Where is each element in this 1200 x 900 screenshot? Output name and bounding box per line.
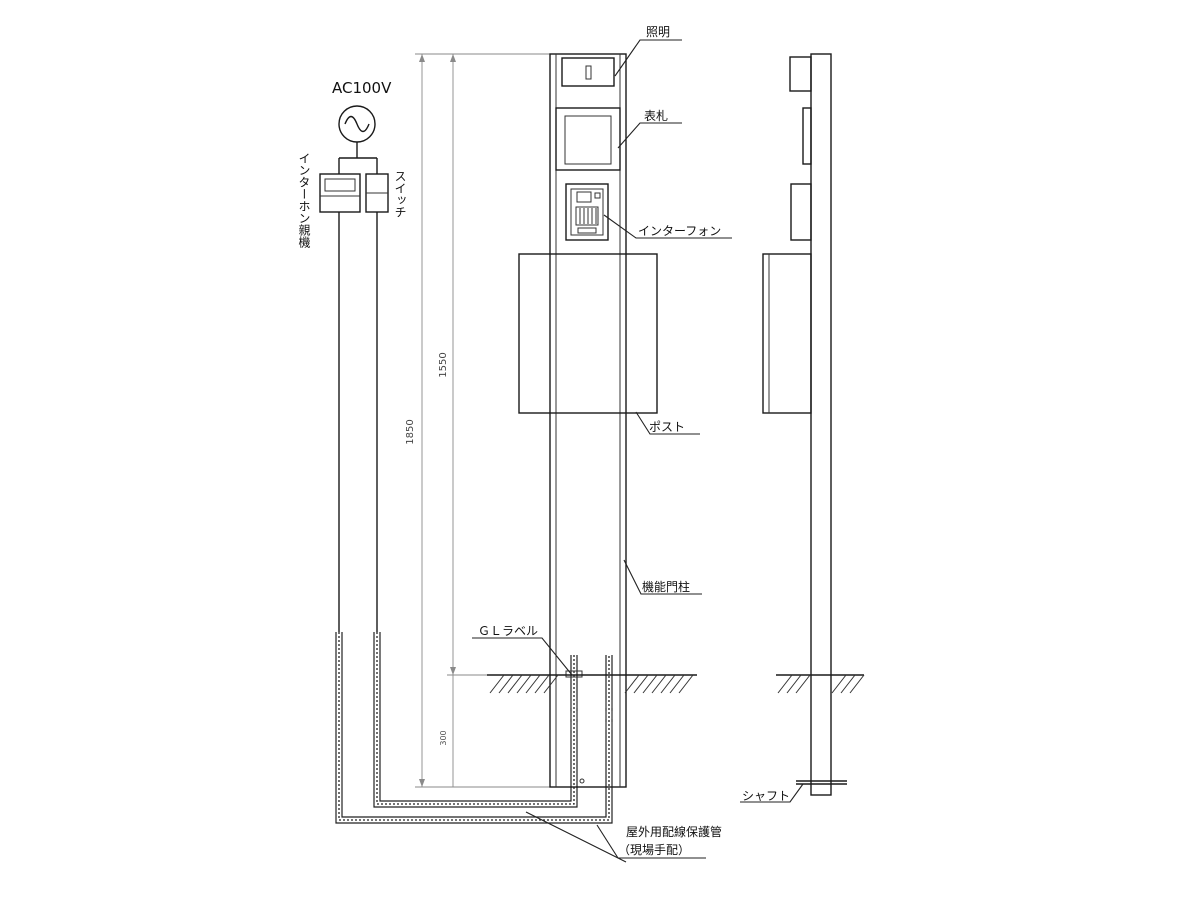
lighting-label: 照明 [646,25,670,39]
interphone-body [565,183,609,241]
ground-hatch-mark [498,674,514,694]
light-slot [585,65,592,80]
gate-pillar-side [762,53,847,796]
side-pillar-outline [810,53,832,796]
nameplate-label: 表札 [644,109,668,123]
ground-hatch-mark [624,674,640,694]
ground-hatch-mark [489,674,505,694]
nameplate [555,107,621,171]
ground-hatch-mark [786,674,802,694]
gate-pillar-front [549,53,627,788]
interphone-unit [565,183,609,241]
side-light-fixture [789,56,812,92]
ac-power-label: AC100V [332,79,392,97]
shaft-label: シャフト [742,789,790,803]
callout-gate-pillar: 機能門柱 [623,559,702,595]
callout-interphone: インターフォン [603,214,732,239]
callout-conduit: 屋外用配線保護管 （現場手配） [525,811,722,863]
callout-nameplate: 表札 [617,109,682,149]
conduit-inner [373,632,578,808]
side-interphone [790,183,812,241]
ground-hatch-mark [840,674,856,694]
ac-power-source: AC100V [332,79,392,174]
light-box [561,57,615,87]
nameplate-frame [555,107,621,171]
conduit-outer [335,632,613,824]
ground-hatch-mark [633,674,649,694]
intercom-master-unit: インターホン親機 [297,152,361,248]
gl-label-marker [565,670,583,678]
sine-wave-icon [344,115,370,133]
switch-label: スイッチ [393,170,407,218]
nameplate-panel [564,115,612,165]
callout-post: ポスト [635,411,700,435]
callout-lighting: 照明 [614,25,682,77]
intercom-master-label: インターホン親機 [297,152,311,248]
ground-hatch-mark [831,674,847,694]
post-label: ポスト [649,420,685,434]
above-ground-dimension: 1550 [438,352,449,377]
ground-hatch-mark [849,674,865,694]
ground-hatch-mark [525,674,541,694]
call-button [577,227,597,234]
switch-unit: スイッチ [365,170,407,218]
speaker-grille [575,206,599,226]
ground-hatch-mark [543,674,559,694]
conduit-stubs [570,700,613,730]
ground-hatch-mark [516,674,532,694]
ground-hatch-mark [660,674,676,694]
post-box-outline [518,253,658,414]
callout-shaft: シャフト [740,783,804,803]
dimension-lines: 1850 1550 300 [405,53,550,788]
embed-depth-dimension: 300 [439,730,448,745]
ground-hatch-mark [651,674,667,694]
pillar-outline [549,53,627,788]
total-height-dimension: 1850 [405,419,416,444]
ground-hatch-mark [669,674,685,694]
callout-gl-label: ＧＬラベル [472,624,573,676]
camera-lens-icon [576,191,592,203]
intercom-master-box [319,173,361,213]
ground-hatch-mark [795,674,811,694]
gate-pillar-label: 機能門柱 [642,579,690,594]
post-box [518,253,658,414]
conduit-label-line1: 屋外用配線保護管 [626,824,722,839]
side-nameplate [802,107,812,165]
ground-line-side [776,674,865,694]
ground-hatch-mark [642,674,658,694]
interphone-label: インターフォン [638,224,721,238]
light-fixture [561,57,615,87]
side-post-box [762,253,812,414]
intercom-master-screen [324,178,356,192]
ground-hatch-mark [507,674,523,694]
ground-hatch-mark [678,674,694,694]
ground-hatch-mark [777,674,793,694]
ground-line-front [487,674,697,694]
conduit-label-line2: （現場手配） [618,843,690,857]
gl-label-label: ＧＬラベル [478,624,538,638]
ground-hatch-mark [534,674,550,694]
